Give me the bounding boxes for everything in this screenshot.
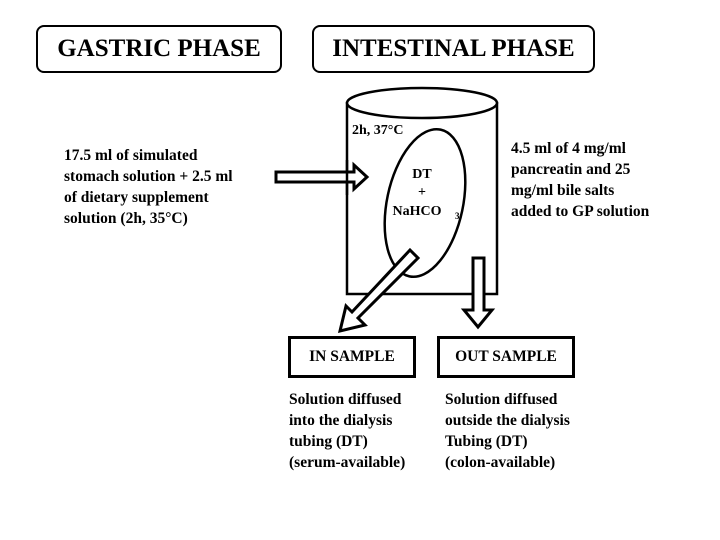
- in-sample-box: IN SAMPLE: [288, 336, 416, 378]
- vessel-condition: 2h, 37°C: [352, 123, 404, 138]
- dialysis-tubing: [383, 127, 467, 279]
- dialysis-label-subscript: 3: [455, 211, 460, 221]
- in-sample-arrow-icon: [337, 247, 421, 334]
- dialysis-label-nahco: NaHCO: [393, 204, 442, 219]
- out-sample-box: OUT SAMPLE: [437, 336, 575, 378]
- gastric-phase-box: GASTRIC PHASE: [36, 25, 282, 73]
- dialysis-label-plus: +: [418, 185, 426, 200]
- in-sample-description: Solution diffused into the dialysis tubi…: [289, 391, 406, 471]
- intestinal-input-text: 4.5 ml of 4 mg/ml pancreatin and 25 mg/m…: [511, 140, 650, 220]
- dialysis-label-dt: DT: [412, 167, 432, 182]
- vessel-top: [345, 86, 499, 120]
- gastric-input-text: 17.5 ml of simulated stomach solution + …: [64, 147, 233, 227]
- intestinal-phase-box: INTESTINAL PHASE: [312, 25, 595, 73]
- out-sample-arrow-icon: [460, 256, 496, 330]
- input-arrow-icon: [274, 161, 370, 193]
- out-sample-description: Solution diffused outside the dialysis T…: [445, 391, 570, 471]
